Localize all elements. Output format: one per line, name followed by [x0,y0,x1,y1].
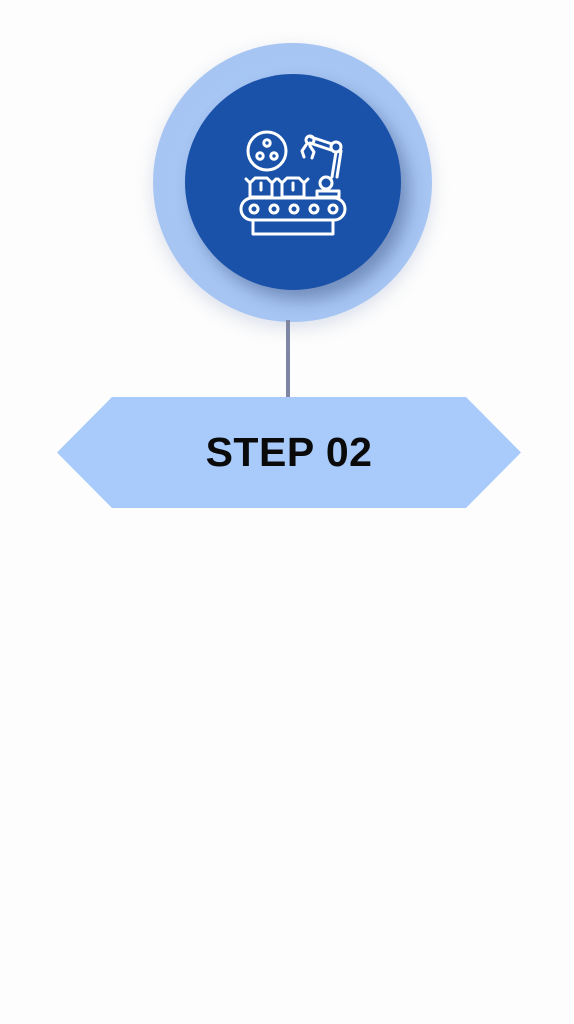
factory-conveyor-robot-arm-icon [239,130,347,236]
step-label: STEP 02 [205,429,373,475]
connector-line [286,320,290,398]
step-banner-shape [57,397,521,508]
step-banner: STEP 02 [57,397,521,508]
